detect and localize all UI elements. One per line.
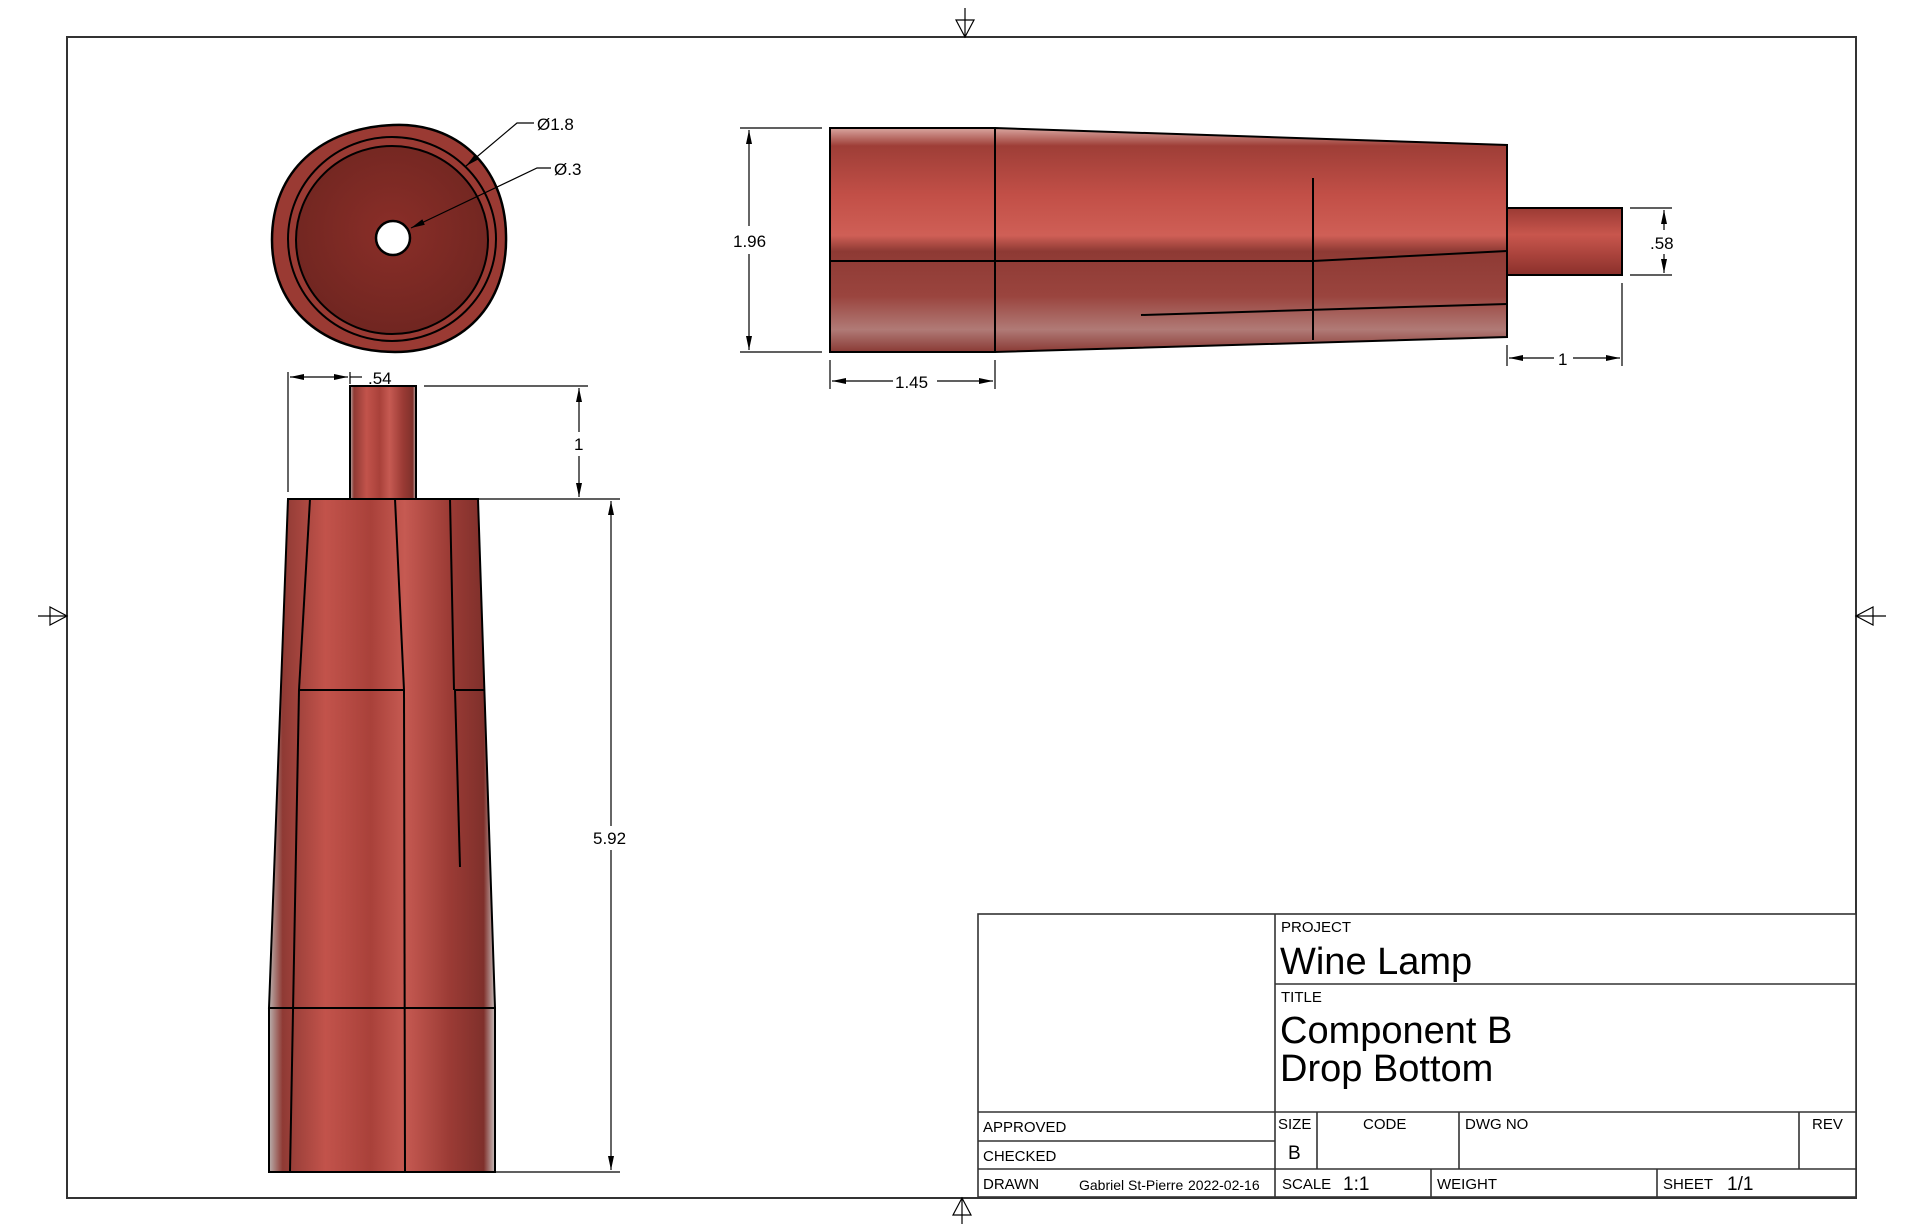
title-block-grid xyxy=(977,913,1857,1198)
code-label: CODE xyxy=(1363,1116,1407,1133)
dim-label-outer-diameter: Ø1.8 xyxy=(537,115,574,134)
title-label: TITLE xyxy=(1281,989,1322,1006)
dim-base-length xyxy=(829,360,996,389)
sheet-value: 1/1 xyxy=(1727,1174,1754,1195)
rev-label: REV xyxy=(1812,1116,1843,1133)
front-view: .54 1 5.92 xyxy=(267,369,626,1173)
center-mark-left-icon xyxy=(38,606,69,626)
size-value: B xyxy=(1288,1143,1301,1164)
dim-body-height xyxy=(495,501,620,1173)
dim-pin-length xyxy=(1506,283,1623,366)
dim-label-pin-length: 1 xyxy=(1558,350,1567,369)
dim-pin-height xyxy=(416,385,620,500)
dim-leader-hole-diameter xyxy=(410,167,551,229)
title-line-1: Component B xyxy=(1280,1010,1513,1052)
center-mark-right-icon xyxy=(1854,606,1886,626)
dim-pin-diameter xyxy=(1630,207,1672,276)
dim-label-pin-height: 1 xyxy=(574,435,583,454)
side-view-seams xyxy=(830,178,1508,340)
front-view-pin xyxy=(349,385,417,500)
scale-label: SCALE xyxy=(1282,1176,1332,1193)
title-line-2: Drop Bottom xyxy=(1280,1048,1494,1090)
project-label: PROJECT xyxy=(1281,919,1352,936)
side-view-pin xyxy=(1506,207,1623,276)
top-view-inner-lip xyxy=(287,136,497,342)
size-label: SIZE xyxy=(1278,1116,1312,1133)
dwg-no-label: DWG NO xyxy=(1465,1116,1529,1133)
top-view-center-hole xyxy=(374,219,412,257)
drawn-date: 2022-02-16 xyxy=(1188,1177,1260,1193)
center-mark-bottom-icon xyxy=(952,1196,972,1224)
dim-label-hole-diameter: Ø.3 xyxy=(554,160,581,179)
checked-label: CHECKED xyxy=(983,1148,1057,1165)
dim-pin-width xyxy=(287,372,362,492)
top-view: Ø1.8 Ø.3 xyxy=(270,115,581,354)
approved-label: APPROVED xyxy=(983,1119,1067,1136)
sheet-label: SHEET xyxy=(1663,1176,1714,1193)
drawn-by: Gabriel St-Pierre xyxy=(1079,1177,1184,1193)
front-view-seams xyxy=(289,498,484,1173)
side-view-base xyxy=(829,127,996,353)
weight-label: WEIGHT xyxy=(1437,1176,1497,1193)
project-value: Wine Lamp xyxy=(1280,941,1473,983)
dim-side-height xyxy=(740,127,822,353)
dim-label-pin-diameter: .58 xyxy=(1650,234,1674,253)
dim-label-body-height: 5.92 xyxy=(593,829,626,848)
scale-value: 1:1 xyxy=(1343,1174,1370,1195)
dim-label-side-height: 1.96 xyxy=(733,232,766,251)
center-mark-top-icon xyxy=(955,8,975,39)
side-view: 1.96 1.45 .58 1 xyxy=(733,126,1674,392)
side-view-body-taper xyxy=(994,126,1508,354)
dim-label-base-length: 1.45 xyxy=(895,373,928,392)
front-view-body-taper xyxy=(267,498,497,1009)
dim-label-pin-width: .54 xyxy=(368,369,392,388)
front-view-base xyxy=(268,1007,496,1173)
drawn-label: DRAWN xyxy=(983,1176,1040,1193)
dim-leader-outer-diameter xyxy=(465,122,534,167)
